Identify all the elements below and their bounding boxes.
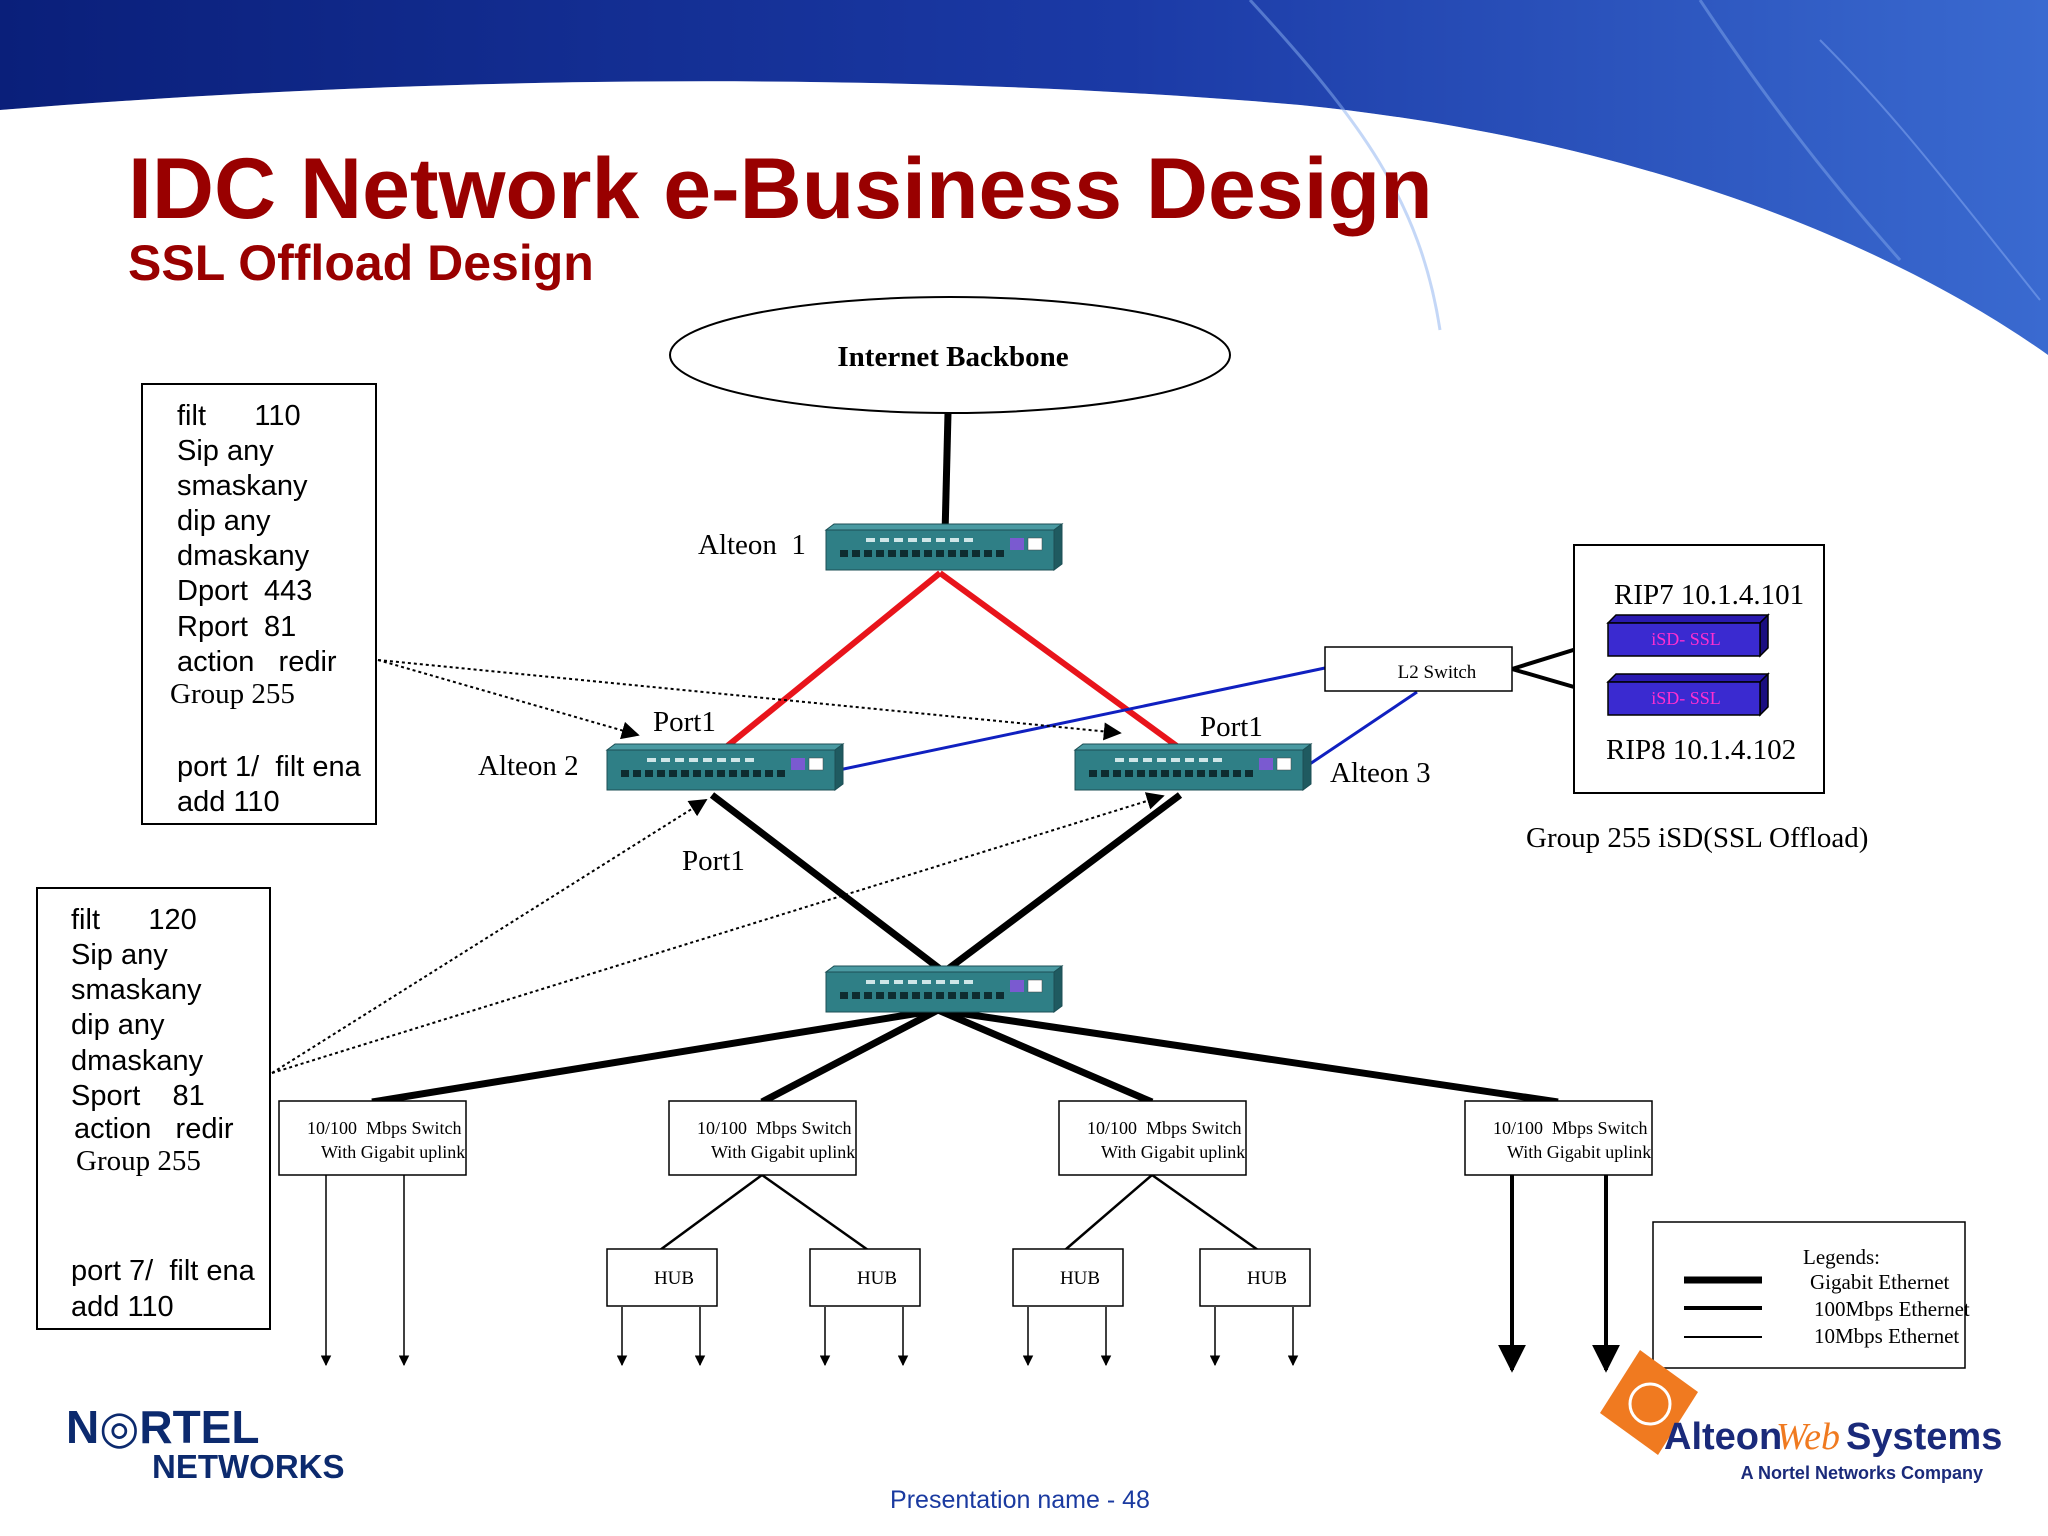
filter1-line-0: filt 110 bbox=[177, 400, 301, 432]
nortel-logo-line2: NETWORKS bbox=[152, 1448, 345, 1485]
header-banner bbox=[0, 0, 2048, 360]
access-switch-4-line1: 10/100 Mbps Switch bbox=[1493, 1118, 1648, 1138]
isd-ssl-box-1: iSD- SSL bbox=[1606, 613, 1770, 658]
filter2-line-4: dmaskany bbox=[71, 1045, 204, 1077]
nortel-logo-line1: N◎RTEL bbox=[66, 1401, 259, 1453]
alteon-logo-a: Alteon bbox=[1664, 1416, 1782, 1458]
filter1-line-1: Sip any bbox=[177, 435, 274, 467]
nortel-logo: N◎RTEL NETWORKS bbox=[66, 1401, 345, 1485]
alteon1-label: Alteon 1 bbox=[698, 529, 806, 561]
access-switch-1-line2: With Gigabit uplink bbox=[321, 1142, 465, 1162]
filter1-line-2: smaskany bbox=[177, 470, 308, 502]
hub-3-label: HUB bbox=[1060, 1268, 1100, 1289]
network-links bbox=[320, 412, 1620, 1373]
isd-group-caption: Group 255 iSD(SSL Offload) bbox=[1526, 822, 1868, 854]
access-switch-1-line1: 10/100 Mbps Switch bbox=[307, 1118, 462, 1138]
hub-1-label: HUB bbox=[654, 1268, 694, 1289]
filter2-line-3: dip any bbox=[71, 1009, 165, 1041]
isd-ssl-box-2: iSD- SSL bbox=[1606, 672, 1770, 717]
filter2-port-0: port 7/ filt ena bbox=[71, 1255, 256, 1287]
legend-item-0: Gigabit Ethernet bbox=[1810, 1270, 1950, 1294]
isd-group-box: RIP7 10.1.4.101 iSD- SSL iSD- SSL RIP8 1… bbox=[1573, 544, 1825, 794]
access-switch-3-line1: 10/100 Mbps Switch bbox=[1087, 1118, 1242, 1138]
l2-switch: L2 Switch bbox=[1324, 646, 1513, 692]
core-switch bbox=[824, 965, 1064, 1013]
alteon2-label: Alteon 2 bbox=[478, 750, 579, 782]
filter1-group: Group 255 bbox=[170, 678, 295, 710]
isd-ssl-label-2: iSD- SSL bbox=[1651, 688, 1721, 708]
a2-port1-bottom-label: Port1 bbox=[682, 845, 745, 877]
alteon-logo-tagline: A Nortel Networks Company bbox=[1741, 1463, 1983, 1483]
filter-box-1: filt 110 Sip any smaskany dip any dmaska… bbox=[141, 383, 377, 825]
alteon3-switch bbox=[1073, 743, 1313, 791]
alteon2-switch bbox=[605, 743, 845, 791]
filter1-port-1: add 110 bbox=[177, 786, 280, 818]
filter2-group: Group 255 bbox=[76, 1145, 201, 1177]
access-switch-3-line2: With Gigabit uplink bbox=[1101, 1142, 1245, 1162]
filter2-line-2: smaskany bbox=[71, 974, 202, 1006]
slide-footer: Presentation name - 48 bbox=[890, 1486, 1150, 1514]
redirect-arrows bbox=[271, 659, 1165, 1074]
alteon-logo-b: Web bbox=[1776, 1416, 1840, 1458]
filter-box-2: filt 120 Sip any smaskany dip any dmaska… bbox=[36, 887, 271, 1330]
hub-2-label: HUB bbox=[857, 1268, 897, 1289]
access-switch-2: 10/100 Mbps Switch With Gigabit uplink bbox=[668, 1100, 857, 1176]
hub-3: HUB bbox=[1012, 1248, 1124, 1307]
filter1-line-6: Rport 81 bbox=[177, 611, 296, 643]
slide-title: IDC Network e-Business Design bbox=[128, 141, 1433, 237]
access-switch-3: 10/100 Mbps Switch With Gigabit uplink bbox=[1058, 1100, 1247, 1176]
alteon3-label: Alteon 3 bbox=[1330, 757, 1431, 789]
alteon-logo-c: Systems bbox=[1846, 1416, 2002, 1458]
hub-4-label: HUB bbox=[1247, 1268, 1287, 1289]
rip8-label: RIP8 10.1.4.102 bbox=[1606, 734, 1796, 766]
filter2-line-1: Sip any bbox=[71, 939, 168, 971]
rip7-label: RIP7 10.1.4.101 bbox=[1614, 579, 1804, 611]
l2-switch-label: L2 Switch bbox=[1398, 662, 1477, 683]
isd-ssl-label-1: iSD- SSL bbox=[1651, 629, 1721, 649]
a3-port1-top-label: Port1 bbox=[1200, 711, 1263, 743]
legend-item-2: 10Mbps Ethernet bbox=[1814, 1324, 1959, 1348]
filter2-line-5: Sport 81 bbox=[71, 1080, 205, 1112]
alteon-websystems-logo: Alteon Web Systems A Nortel Networks Com… bbox=[1600, 1350, 2002, 1483]
filter1-line-5: Dport 443 bbox=[177, 575, 312, 607]
filter1-line-4: dmaskany bbox=[177, 540, 310, 572]
cloud-label: Internet Backbone bbox=[837, 341, 1068, 373]
access-switch-4: 10/100 Mbps Switch With Gigabit uplink bbox=[1464, 1100, 1653, 1176]
alteon1-switch bbox=[824, 523, 1064, 571]
filter2-port-1: add 110 bbox=[71, 1291, 174, 1323]
slide-subtitle: SSL Offload Design bbox=[128, 235, 594, 291]
access-switch-2-line1: 10/100 Mbps Switch bbox=[697, 1118, 852, 1138]
legend-title: Legends: bbox=[1803, 1245, 1880, 1269]
hub-1: HUB bbox=[606, 1248, 718, 1307]
legend-item-1: 100Mbps Ethernet bbox=[1814, 1297, 1970, 1321]
filter2-line-6: action redir bbox=[74, 1113, 234, 1145]
internet-backbone-cloud: Internet Backbone bbox=[669, 296, 1231, 414]
legend-box: Legends: Gigabit Ethernet 100Mbps Ethern… bbox=[1652, 1221, 1970, 1369]
access-switch-4-line2: With Gigabit uplink bbox=[1507, 1142, 1651, 1162]
filter2-line-0: filt 120 bbox=[71, 904, 197, 936]
filter1-port-0: port 1/ filt ena bbox=[177, 751, 362, 783]
access-switch-1: 10/100 Mbps Switch With Gigabit uplink bbox=[278, 1100, 467, 1176]
access-switch-2-line2: With Gigabit uplink bbox=[711, 1142, 855, 1162]
hub-2: HUB bbox=[809, 1248, 921, 1307]
filter1-line-7: action redir bbox=[177, 646, 337, 678]
hub-4: HUB bbox=[1199, 1248, 1311, 1307]
a2-port1-top-label: Port1 bbox=[653, 706, 716, 738]
filter1-line-3: dip any bbox=[177, 505, 271, 537]
